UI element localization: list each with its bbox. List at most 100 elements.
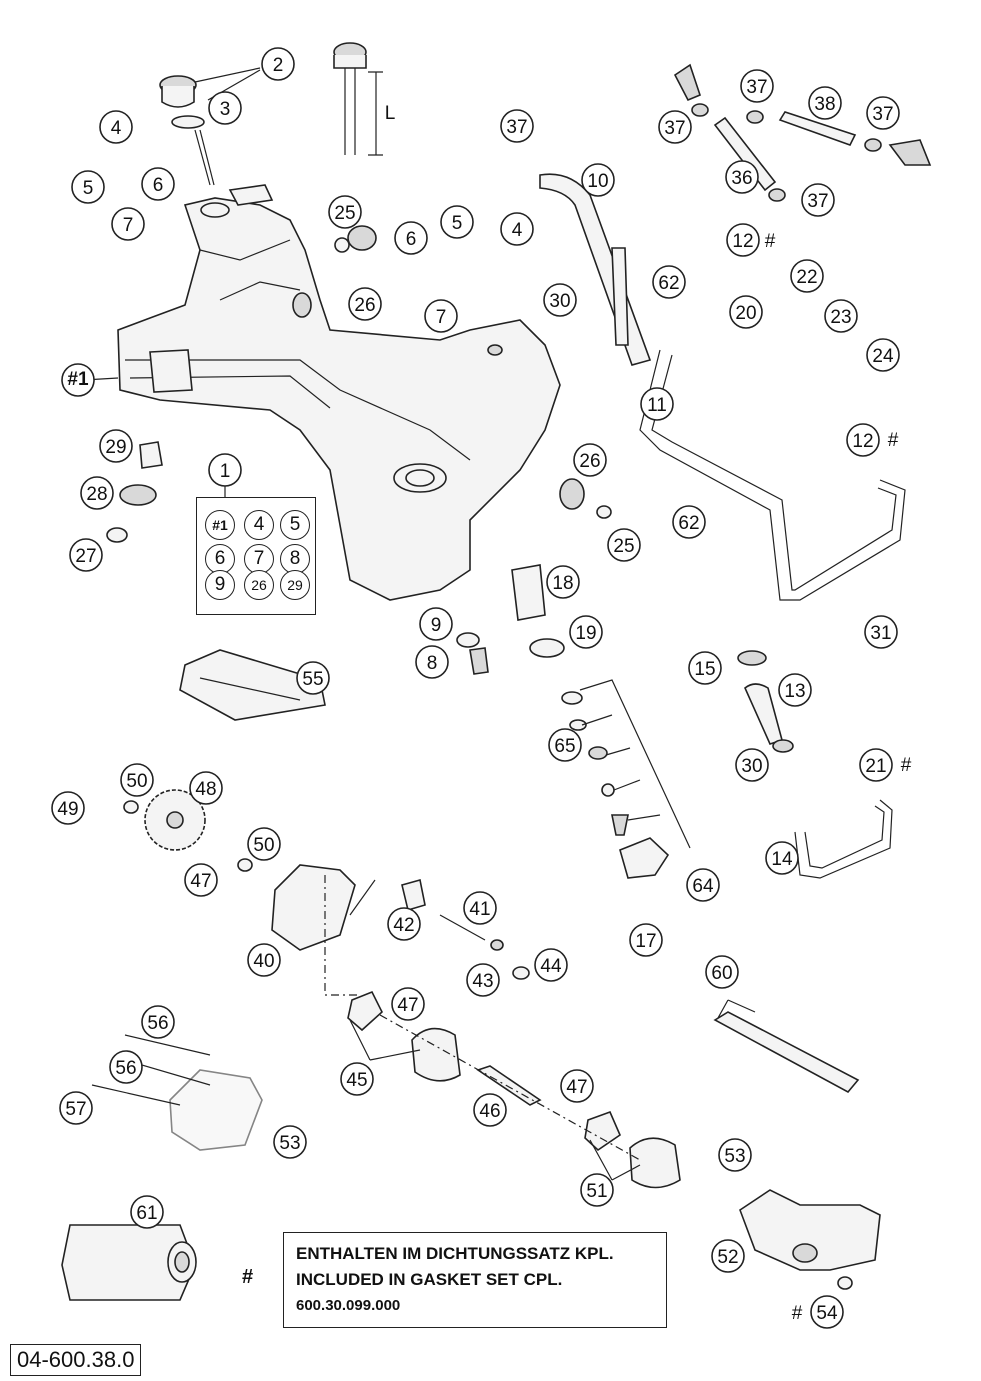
callout-label: 45 — [346, 1070, 367, 1091]
callout-label: 18 — [552, 573, 573, 594]
callout-label: 41 — [469, 899, 490, 920]
gasket-note-line-en: INCLUDED IN GASKET SET CPL. — [296, 1270, 563, 1289]
gasket-note-line-de: ENTHALTEN IM DICHTUNGSSATZ KPL. — [296, 1244, 614, 1263]
callout-label: 5 — [452, 213, 463, 234]
callout-label: 37 — [807, 191, 828, 212]
callout-circle — [705, 955, 739, 989]
callout-c61: 61 — [130, 1195, 164, 1229]
callout-circle — [859, 748, 893, 782]
callout-c56b: 56 — [109, 1050, 143, 1084]
callout-circle — [273, 1125, 307, 1159]
callout-label: 17 — [635, 931, 656, 952]
kit-item: 4 — [244, 510, 274, 540]
callout-label: 44 — [540, 956, 562, 977]
callout-circle — [463, 891, 497, 925]
callout-c28: 28 — [80, 476, 114, 510]
callout-c22: 22 — [790, 259, 824, 293]
callout-circle — [80, 476, 114, 510]
dipstick-detail — [333, 42, 383, 156]
gasket-note-part-number: 600.30.099.000 — [296, 1297, 401, 1314]
callout-circle — [130, 1195, 164, 1229]
callout-c26a: 26 — [348, 287, 382, 321]
callout-label: 51 — [586, 1181, 607, 1202]
callout-circle — [846, 423, 880, 457]
callout-label: 54 — [816, 1303, 838, 1324]
callout-c15: 15 — [688, 651, 722, 685]
callout-c7a: 7 — [111, 207, 145, 241]
callout-c47c: 47 — [560, 1069, 594, 1103]
callout-label: 19 — [575, 623, 596, 644]
callout-c8: 8 — [415, 645, 449, 679]
callout-circle — [69, 538, 103, 572]
callout-label: # — [792, 1303, 803, 1324]
callout-c13: 13 — [778, 673, 812, 707]
callout-c1: 1 — [208, 453, 242, 487]
callout-label: 1 — [220, 461, 231, 482]
callout-c57: 57 — [59, 1091, 93, 1125]
callout-label: 53 — [279, 1133, 300, 1154]
callout-c12a: 12 — [726, 223, 760, 257]
callout-circle — [573, 443, 607, 477]
callout-label: 24 — [872, 346, 894, 367]
callout-circle — [581, 163, 615, 197]
callout-c20: 20 — [729, 295, 763, 329]
callout-circle — [348, 287, 382, 321]
callout-circle — [120, 763, 154, 797]
callout-circle — [866, 338, 900, 372]
callout-circle — [296, 661, 330, 695]
callout-c53a: 53 — [273, 1125, 307, 1159]
callout-circle — [500, 212, 534, 246]
callout-c25a: 25 — [328, 195, 362, 229]
callout-label: 21 — [865, 756, 886, 777]
callout-c52: 52 — [711, 1239, 745, 1273]
callout-c23: 23 — [824, 299, 858, 333]
callout-circle — [189, 771, 223, 805]
callout-circle — [688, 651, 722, 685]
callout-c43: 43 — [466, 963, 500, 997]
callout-circle — [111, 207, 145, 241]
callout-circle — [387, 907, 421, 941]
callout-label: 9 — [431, 615, 442, 636]
callout-c37c: 37 — [866, 96, 900, 130]
callout-label: 47 — [566, 1077, 587, 1098]
callout-c47a: 47 — [184, 863, 218, 897]
callout-label: 46 — [479, 1101, 500, 1122]
oil-lines — [539, 173, 906, 601]
callout-circle — [184, 863, 218, 897]
filler-cap — [159, 75, 215, 186]
callout-c6a: 6 — [141, 167, 175, 201]
callout-circle — [419, 607, 453, 641]
callout-c53b: 53 — [718, 1138, 752, 1172]
callout-c42: 42 — [387, 907, 421, 941]
callout-c65: 65 — [548, 728, 582, 762]
callout-label: 4 — [512, 220, 523, 241]
callout-label: 12 — [852, 431, 873, 452]
callout-circle — [546, 565, 580, 599]
callout-label: 36 — [731, 168, 752, 189]
callout-label: 25 — [613, 536, 634, 557]
callout-circle — [672, 505, 706, 539]
callout-circle — [711, 1239, 745, 1273]
callout-label: 53 — [724, 1146, 745, 1167]
callout-circle — [109, 1050, 143, 1084]
pump-rotors — [324, 875, 681, 1189]
callout-label: 64 — [692, 876, 714, 897]
callout-label: 22 — [796, 267, 817, 288]
callout-circle — [629, 923, 663, 957]
callout-circle — [61, 363, 95, 397]
callout-label: 31 — [870, 623, 891, 644]
vent-hoses — [673, 63, 932, 202]
callout-circle — [99, 110, 133, 144]
check-valve-stack — [561, 679, 691, 879]
callout-label: 40 — [253, 951, 274, 972]
callout-label: 11 — [647, 395, 667, 416]
callout-circle — [740, 69, 774, 103]
callout-c14: 14 — [765, 841, 799, 875]
callout-c19: 19 — [569, 615, 603, 649]
callout-label: 25 — [334, 203, 355, 224]
callout-c30a: 30 — [543, 283, 577, 317]
callout-c3: 3 — [208, 91, 242, 125]
